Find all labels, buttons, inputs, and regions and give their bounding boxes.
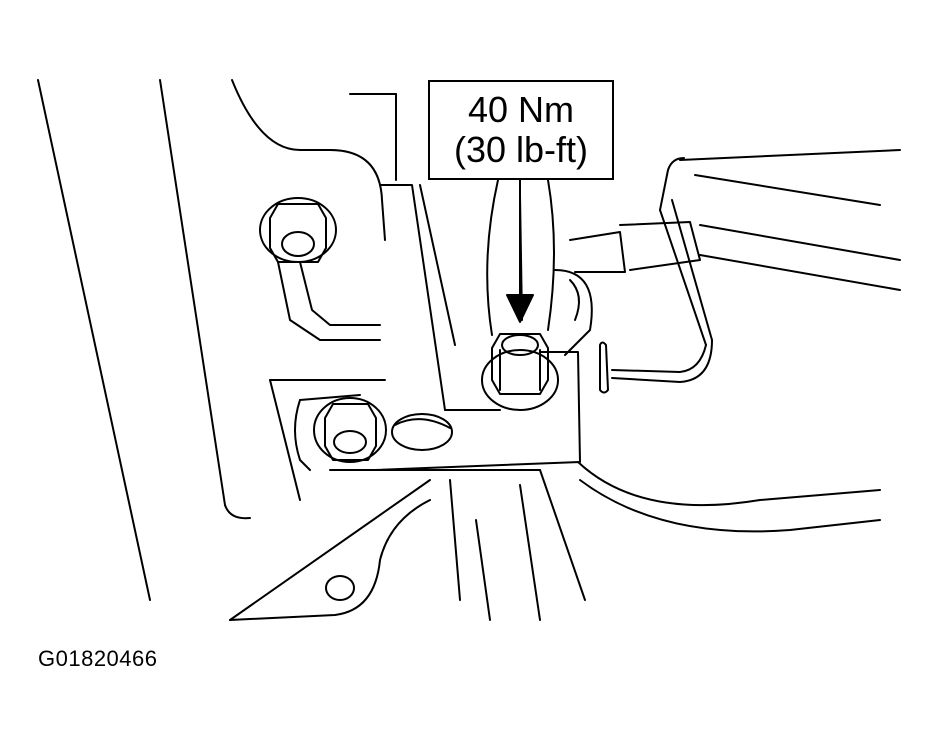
shift-cable: [569, 149, 901, 394]
plug: [391, 413, 453, 451]
figure-id-label: G01820466: [38, 646, 158, 671]
hex-bolt-lower: [313, 397, 387, 463]
hex-bolt-main: [481, 333, 559, 411]
torque-callout: 40 Nm (30 lb-ft): [428, 80, 614, 180]
torque-arrow: [506, 179, 534, 323]
mounting-bracket: [294, 93, 581, 471]
torque-value-imperial: (30 lb-ft): [453, 129, 589, 170]
torque-value-metric: 40 Nm: [467, 89, 575, 130]
housing-left: [37, 79, 386, 601]
shift-lever: [486, 179, 593, 356]
lower-case: [229, 461, 881, 621]
hex-bolt-upper: [259, 197, 381, 341]
